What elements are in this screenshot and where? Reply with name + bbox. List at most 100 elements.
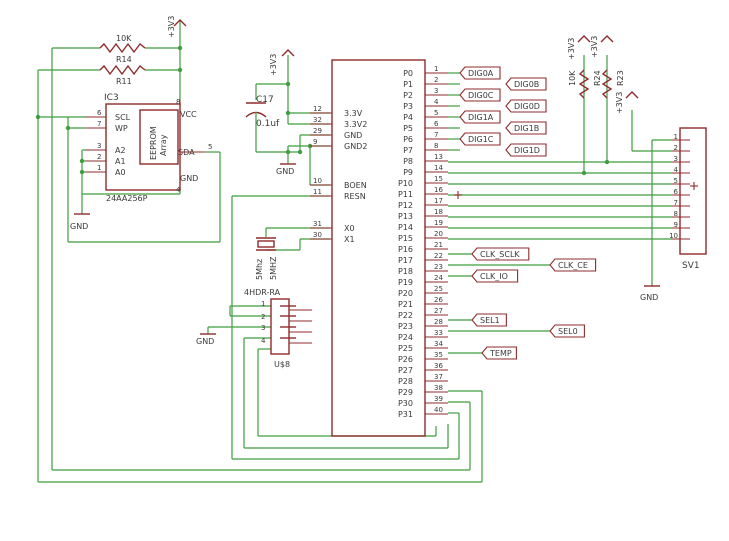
mcu-right-pin-label: P18 bbox=[398, 267, 413, 276]
mcu-right-pin-label: P12 bbox=[398, 201, 413, 210]
svg-text:VCC: VCC bbox=[180, 110, 197, 119]
svg-text:10K: 10K bbox=[568, 70, 577, 86]
svg-text:GND: GND bbox=[196, 337, 214, 346]
net-label-flag bbox=[471, 313, 507, 327]
net-label-text: DIG0D bbox=[514, 102, 540, 111]
sv1-pin-number: 3 bbox=[674, 155, 678, 163]
mcu-right-pin-number: 8 bbox=[434, 142, 438, 150]
svg-text:3: 3 bbox=[261, 324, 265, 332]
svg-text:GND: GND bbox=[640, 293, 658, 302]
svg-text:+3V3: +3V3 bbox=[590, 36, 599, 58]
svg-text:5Mhz: 5Mhz bbox=[255, 259, 264, 280]
vcc-symbol-r24: +3V3 bbox=[567, 35, 591, 60]
net-label-text: DIG1A bbox=[468, 113, 494, 122]
svg-text:EEPROM: EEPROM bbox=[149, 126, 158, 160]
vcc-symbol-mcu: +3V3 bbox=[269, 49, 295, 76]
mcu-right-pin-label: P28 bbox=[398, 377, 413, 386]
svg-text:SCL: SCL bbox=[115, 113, 131, 122]
mcu-right-pin-number: 5 bbox=[434, 109, 438, 117]
net-label-text: SEL0 bbox=[558, 327, 578, 336]
mcu-left-pin-number: 31 bbox=[313, 220, 322, 228]
net-label-text: CLK_IO bbox=[480, 272, 508, 281]
mcu-right-pin-label: P10 bbox=[398, 179, 413, 188]
sv1-pin-number: 8 bbox=[674, 210, 678, 218]
net-label-text: SEL1 bbox=[480, 316, 500, 325]
mcu-right-pin-label: P14 bbox=[398, 223, 413, 232]
mcu-right-pin-label: P27 bbox=[398, 366, 413, 375]
svg-text:0.1uf: 0.1uf bbox=[256, 119, 280, 129]
mcu-right-pin-label: P5 bbox=[403, 124, 413, 133]
svg-text:SV1: SV1 bbox=[682, 261, 700, 271]
mcu-right-pin-label: P0 bbox=[403, 69, 413, 78]
ic3-eeprom: IC3 EEPROM Array 6 7 3 2 1 SCL WP A2 A1 … bbox=[85, 93, 212, 203]
net-label-flag bbox=[549, 258, 597, 272]
mcu-right-pin-label: P2 bbox=[403, 91, 413, 100]
sv1-pin-number: 9 bbox=[674, 221, 678, 229]
gnd-symbol-sv1: GND bbox=[640, 285, 660, 302]
svg-text:2: 2 bbox=[97, 153, 101, 161]
mcu-right-pin-label: P26 bbox=[398, 355, 413, 364]
net-label-text: DIG0C bbox=[468, 91, 494, 100]
svg-text:10K: 10K bbox=[116, 34, 132, 43]
svg-text:GND: GND bbox=[180, 174, 198, 183]
net-label-text: CLK_CE bbox=[558, 261, 588, 270]
mcu-right-pin-label: P29 bbox=[398, 388, 413, 397]
mcu-right-pin-number: 39 bbox=[434, 395, 443, 403]
mcu-right-pin-number: 18 bbox=[434, 208, 443, 216]
svg-text:R24: R24 bbox=[593, 70, 602, 86]
mcu-right-pin-label: P31 bbox=[398, 410, 413, 419]
mcu-left-pin-number: 9 bbox=[313, 138, 317, 146]
crosshair-mark bbox=[454, 191, 462, 199]
sv1-pin-number: 5 bbox=[674, 177, 678, 185]
mcu-right-pin-label: P20 bbox=[398, 289, 413, 298]
mcu-right-pin-label: P24 bbox=[398, 333, 413, 342]
mcu-right-pin-label: P30 bbox=[398, 399, 413, 408]
mcu-right-pin-number: 38 bbox=[434, 384, 443, 392]
mcu-right-pin-number: 6 bbox=[434, 120, 439, 128]
mcu-right-pin-number: 1 bbox=[434, 65, 438, 73]
net-label-flag bbox=[505, 99, 547, 113]
svg-text:5: 5 bbox=[208, 143, 212, 151]
mcu-left-pin-label: 3.3V bbox=[344, 109, 363, 118]
mcu-right-pin-number: 24 bbox=[434, 274, 443, 282]
mcu-right-pin-number: 34 bbox=[434, 340, 443, 348]
sv1-pin-number: 4 bbox=[674, 166, 679, 174]
svg-text:R23: R23 bbox=[616, 70, 625, 86]
mcu-right-pin-number: 35 bbox=[434, 351, 443, 359]
sv1-pin-number: 2 bbox=[674, 144, 678, 152]
vcc-symbol-ic3: +3V3 bbox=[167, 16, 187, 38]
gnd-symbol-mcu: GND bbox=[276, 163, 296, 176]
mcu-left-pin-number: 32 bbox=[313, 116, 322, 124]
mcu-right-pin-label: P4 bbox=[403, 113, 413, 122]
mcu-right-pin-label: P17 bbox=[398, 256, 413, 265]
mcu-left-pin-number: 10 bbox=[313, 177, 322, 185]
vcc-symbol-r23: +3V3 bbox=[590, 35, 614, 58]
svg-text:+3V3: +3V3 bbox=[167, 16, 176, 38]
net-label-flag bbox=[459, 88, 501, 102]
mcu-left-pin-label: 3.3V2 bbox=[344, 120, 367, 129]
svg-text:WP: WP bbox=[115, 124, 128, 133]
mcu-right-pin-label: P9 bbox=[403, 168, 413, 177]
svg-text:U$8: U$8 bbox=[274, 360, 290, 369]
mcu-right-pin-number: 14 bbox=[434, 164, 443, 172]
mcu-right-pin-number: 23 bbox=[434, 263, 443, 271]
mcu-right-pin-number: 16 bbox=[434, 186, 443, 194]
svg-text:4HDR-RA: 4HDR-RA bbox=[244, 288, 281, 297]
mcu-right-pin-label: P11 bbox=[398, 190, 413, 199]
svg-text:C17: C17 bbox=[256, 95, 274, 105]
resistor-r23: R23 bbox=[601, 69, 625, 99]
mcu-right-pin-number: 40 bbox=[434, 406, 443, 414]
mcu-right-pin-number: 37 bbox=[434, 373, 443, 381]
net-label-flag bbox=[459, 66, 501, 80]
sv1-pin-number: 10 bbox=[669, 232, 678, 240]
mcu-left-pin-number: 12 bbox=[313, 105, 322, 113]
net-label-text: DIG1D bbox=[514, 146, 540, 155]
mcu-right-pin-number: 2 bbox=[434, 76, 438, 84]
mcu-right-pin-label: P25 bbox=[398, 344, 413, 353]
svg-text:1: 1 bbox=[261, 300, 265, 308]
svg-text:24AA256P: 24AA256P bbox=[106, 194, 148, 203]
net-label-text: DIG0B bbox=[514, 80, 539, 89]
net-labels: DIG0ADIG0BDIG0CDIG0DDIG1ADIG1BDIG1CDIG1D… bbox=[459, 66, 597, 360]
